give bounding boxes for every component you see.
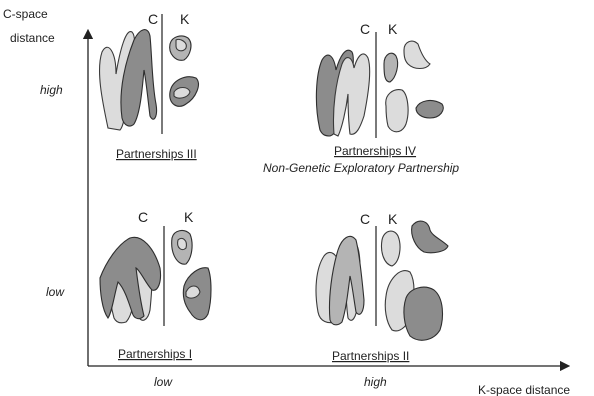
- k-label: K: [184, 209, 194, 225]
- c-label: C: [360, 21, 370, 37]
- x-tick-high: high: [364, 375, 387, 389]
- y-tick-high: high: [40, 83, 63, 97]
- c-label: C: [148, 11, 158, 27]
- k-shape: [404, 41, 430, 68]
- panel-partnerships-iv: C K Partnerships IV Non-Genetic Explorat…: [263, 21, 459, 175]
- panel-caption: Partnerships II: [332, 349, 409, 363]
- k-label: K: [388, 21, 398, 37]
- panel-caption: Partnerships I: [118, 347, 192, 361]
- panel-subtitle: Non-Genetic Exploratory Partnership: [263, 161, 459, 175]
- k-shape: [416, 101, 443, 118]
- y-tick-low: low: [46, 285, 65, 299]
- x-tick-low: low: [154, 375, 173, 389]
- c-label: C: [138, 209, 148, 225]
- k-label: K: [388, 211, 398, 227]
- panel-caption: Partnerships III: [116, 147, 197, 161]
- panel-partnerships-ii: C K Partnerships II: [316, 211, 448, 363]
- k-shape: [404, 287, 443, 340]
- k-label: K: [180, 11, 190, 27]
- c-label: C: [360, 211, 370, 227]
- c-shape: [100, 237, 161, 318]
- k-shape: [412, 221, 448, 253]
- y-axis-title-line1: C-space: [3, 7, 48, 21]
- panel-caption: Partnerships IV: [334, 144, 416, 158]
- y-axis-title-line2: distance: [10, 31, 55, 45]
- k-shape: [381, 231, 400, 266]
- panel-partnerships-iii: C K Partnerships III: [100, 11, 199, 161]
- k-shape: [384, 53, 398, 82]
- k-shape: [178, 238, 187, 249]
- panel-partnerships-i: C K Partnerships I: [100, 209, 211, 361]
- x-axis-title: K-space distance: [478, 383, 570, 396]
- k-shape: [386, 90, 408, 132]
